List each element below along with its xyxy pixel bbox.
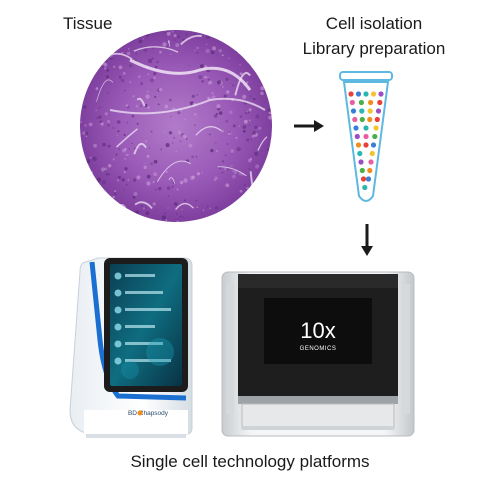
tissue-histology-image <box>80 30 272 222</box>
genomics-logo-text: GENOMICS <box>300 346 337 352</box>
10x-screen <box>264 298 372 364</box>
test-tube-icon <box>339 71 393 202</box>
platforms-label: Single cell technology platforms <box>130 452 370 471</box>
tissue-label: Tissue <box>63 14 113 33</box>
down-arrow-icon <box>361 224 373 256</box>
10x-logo-text: 10x <box>300 318 335 343</box>
right-arrow-icon <box>294 120 324 132</box>
cell-isolation-label: Cell isolation <box>325 14 423 33</box>
10x-genomics-instrument: 10x GENOMICS <box>221 271 415 437</box>
library-preparation-label: Library preparation <box>302 39 446 58</box>
bd-rhapsody-instrument: BD Rhapsody <box>69 257 193 438</box>
bd-rhapsody-logo: BD Rhapsody <box>128 410 169 417</box>
